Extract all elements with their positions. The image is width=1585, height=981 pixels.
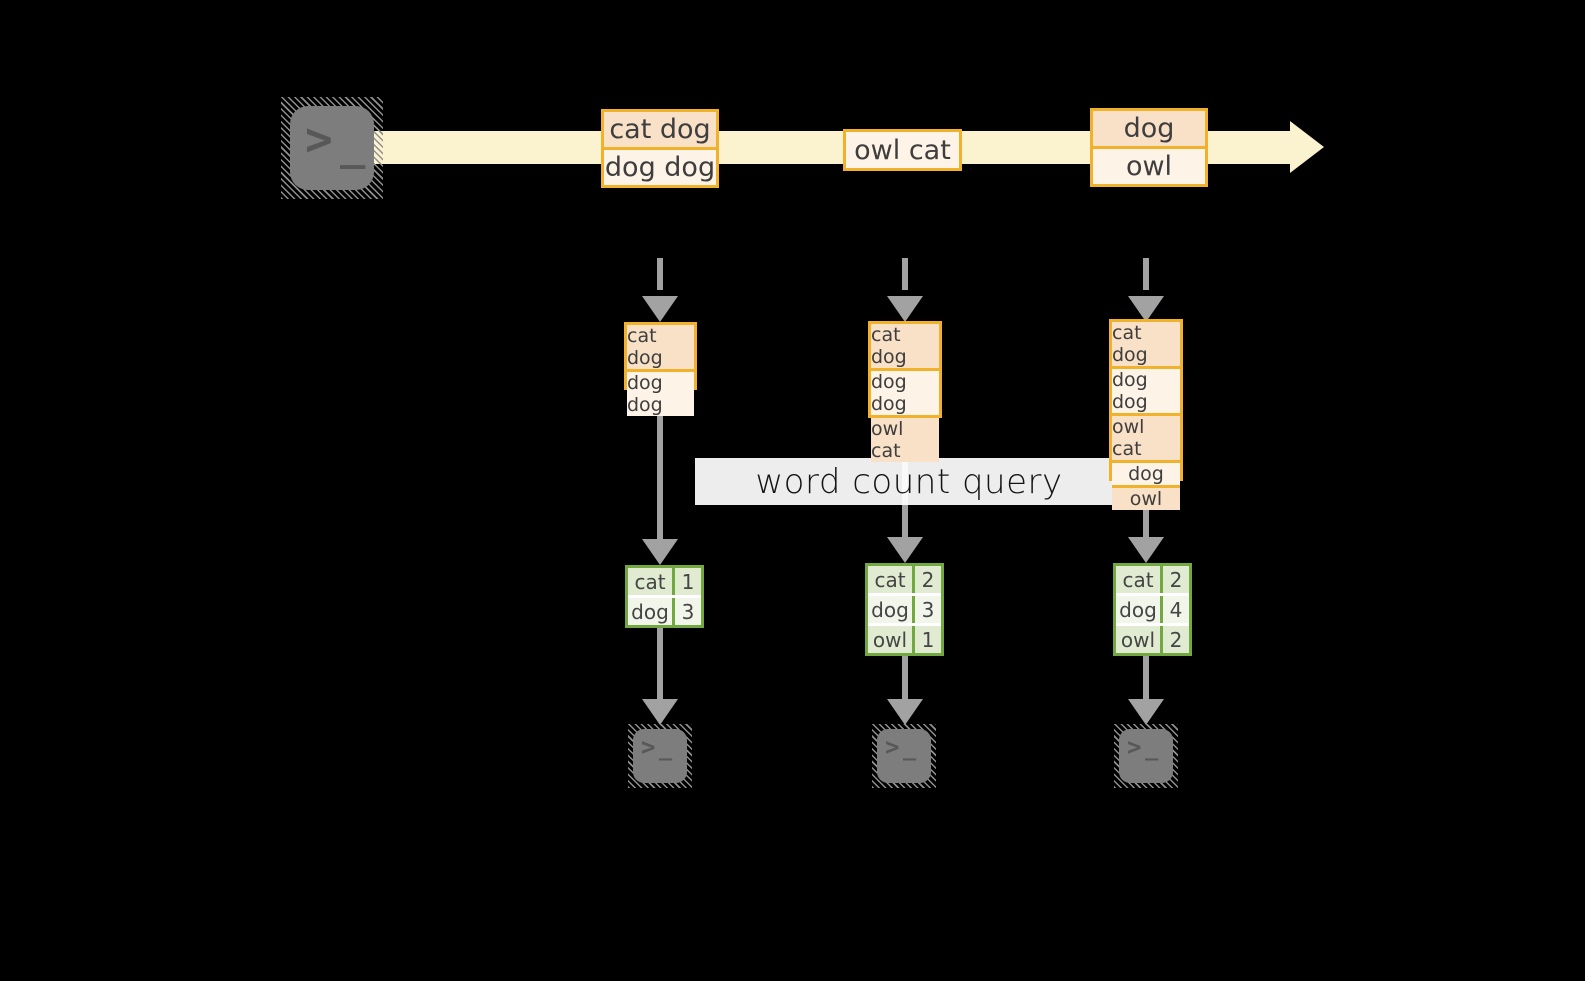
count-cell: 2 bbox=[1163, 626, 1189, 653]
stream-event-row: dog dog bbox=[604, 147, 716, 185]
terminal-screen: > _ bbox=[1119, 729, 1173, 783]
word-cell: dog bbox=[1116, 596, 1163, 623]
word-cell: dog bbox=[868, 596, 915, 623]
terminal-prompt-icon: > bbox=[885, 733, 900, 761]
output-terminal-icon: > _ bbox=[872, 724, 936, 788]
query-arrowhead-icon bbox=[642, 539, 678, 565]
stream-event-row: owl cat bbox=[846, 132, 959, 168]
emit-arrow bbox=[902, 653, 908, 699]
word-count-table: cat 2 dog 3 owl 1 bbox=[865, 563, 944, 656]
word-cell: owl bbox=[868, 626, 915, 653]
query-arrowhead-icon bbox=[887, 537, 923, 563]
state-log-row: cat dog bbox=[871, 324, 939, 368]
state-log-row: owl bbox=[1112, 485, 1180, 510]
word-count-table: cat 1 dog 3 bbox=[625, 565, 704, 628]
count-cell: 4 bbox=[1163, 596, 1189, 623]
terminal-cursor-icon: _ bbox=[903, 736, 917, 761]
terminal-screen: > _ bbox=[290, 106, 374, 190]
stream-event-row: dog bbox=[1093, 111, 1205, 146]
state-log-row: dog bbox=[1112, 460, 1180, 485]
state-log-stack: cat dog dog dog owl cat dog owl bbox=[1109, 319, 1183, 510]
word-cell: cat bbox=[628, 568, 675, 595]
ingest-arrow-dash bbox=[902, 258, 908, 290]
stream-event-row: cat dog bbox=[604, 112, 716, 147]
state-log-stack: cat dog dog dog owl cat bbox=[868, 321, 942, 462]
query-label: word count query bbox=[755, 461, 1063, 502]
stream-event-box: cat dog dog dog bbox=[601, 109, 719, 188]
terminal-cursor-icon: _ bbox=[1145, 736, 1159, 761]
stream-arrowhead-icon bbox=[1290, 121, 1324, 173]
source-terminal-icon: > _ bbox=[281, 97, 383, 199]
stream-event-row: owl bbox=[1093, 146, 1205, 184]
output-terminal-icon: > _ bbox=[628, 724, 692, 788]
ingest-arrowhead-icon bbox=[1128, 296, 1164, 322]
ingest-arrow-dash bbox=[1143, 258, 1149, 290]
stream-event-box: dog owl bbox=[1090, 108, 1208, 187]
output-terminal-icon: > _ bbox=[1114, 724, 1178, 788]
word-cell: dog bbox=[628, 598, 675, 625]
terminal-prompt-icon: > bbox=[1127, 733, 1142, 761]
word-count-table: cat 2 dog 4 owl 2 bbox=[1113, 563, 1192, 656]
count-cell: 3 bbox=[675, 598, 701, 625]
terminal-prompt-icon: > bbox=[305, 112, 333, 166]
state-log-row: dog dog bbox=[871, 368, 939, 415]
state-log-row: dog dog bbox=[1112, 366, 1180, 413]
word-cell: cat bbox=[868, 566, 915, 593]
emit-arrowhead-icon bbox=[887, 699, 923, 725]
ingest-arrowhead-icon bbox=[642, 296, 678, 322]
emit-arrowhead-icon bbox=[642, 699, 678, 725]
terminal-prompt-icon: > bbox=[641, 733, 656, 761]
count-cell: 2 bbox=[1163, 566, 1189, 593]
ingest-arrow-dash bbox=[657, 258, 663, 290]
state-log-stack: cat dog dog dog bbox=[624, 322, 697, 416]
state-log-row: dog dog bbox=[627, 369, 694, 416]
state-log-row: cat dog bbox=[1112, 322, 1180, 366]
count-cell: 3 bbox=[915, 596, 941, 623]
count-cell: 2 bbox=[915, 566, 941, 593]
ingest-arrowhead-icon bbox=[887, 296, 923, 322]
query-arrowhead-icon bbox=[1128, 537, 1164, 563]
state-log-row: cat dog bbox=[627, 325, 694, 369]
word-cell: owl bbox=[1116, 626, 1163, 653]
terminal-cursor-icon: _ bbox=[340, 120, 366, 169]
emit-arrowhead-icon bbox=[1128, 699, 1164, 725]
word-cell: cat bbox=[1116, 566, 1163, 593]
terminal-screen: > _ bbox=[877, 729, 931, 783]
terminal-screen: > _ bbox=[633, 729, 687, 783]
state-log-row: owl cat bbox=[871, 415, 939, 462]
state-log-row: owl cat bbox=[1112, 413, 1180, 460]
query-arrow bbox=[657, 388, 663, 539]
count-cell: 1 bbox=[675, 568, 701, 595]
emit-arrow bbox=[657, 627, 663, 699]
stream-event-box: owl cat bbox=[843, 129, 962, 171]
count-cell: 1 bbox=[915, 626, 941, 653]
emit-arrow bbox=[1143, 655, 1149, 699]
query-banner: word count query bbox=[695, 458, 1123, 505]
terminal-cursor-icon: _ bbox=[659, 736, 673, 761]
